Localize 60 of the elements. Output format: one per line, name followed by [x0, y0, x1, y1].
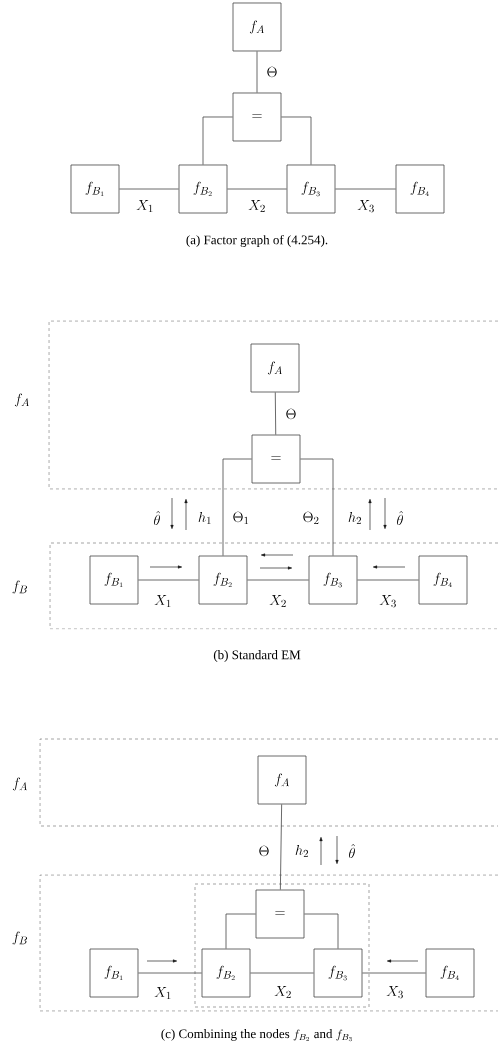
- factor-box: $f_{B_3}$: [313, 948, 363, 998]
- factor-box: $f_{B_2}$: [198, 555, 248, 605]
- edge-label: $X_1$: [136, 200, 153, 212]
- connector-line: [304, 913, 339, 949]
- factor-box: $f_{B_1}$: [70, 164, 120, 214]
- connector-line: [357, 579, 419, 581]
- message-label: $h_2$: [295, 844, 308, 858]
- edge-label: $X_1$: [154, 987, 171, 999]
- caption: $\textrm{(c) Combining the nodes }f_{B_2}\textrm{ and }f_{B_3}$: [161, 1029, 352, 1042]
- edge-label: $X_3$: [386, 986, 403, 999]
- connector-line: [274, 392, 277, 435]
- message-label: $\hat{\theta}$: [397, 511, 404, 526]
- connector-line: [222, 458, 252, 556]
- message-label: $h_1$: [198, 511, 211, 525]
- connector-line: [250, 972, 314, 974]
- connector-line: [119, 188, 179, 190]
- factor-box: $f_{B_4}$: [418, 555, 468, 605]
- edge-label: $\Theta_2$: [303, 511, 319, 524]
- connector-line: [281, 116, 312, 165]
- factor-box: $f_{B_4}$: [395, 164, 445, 214]
- connector-line: [300, 458, 334, 556]
- edge-label: $X_3$: [379, 595, 396, 608]
- edge-label: $\Theta$: [286, 408, 296, 420]
- connector-line: [335, 188, 396, 190]
- equality-box: $=$: [232, 92, 282, 142]
- connector-line: [225, 913, 256, 949]
- equality-box: $=$: [251, 434, 301, 484]
- connector-line: [202, 116, 233, 165]
- factor-box: $f_{B_3}$: [286, 164, 336, 214]
- edge-label: $X_2$: [248, 200, 265, 212]
- caption: (b) Standard EM: [213, 650, 301, 662]
- message-label: $\hat{\theta}$: [349, 844, 356, 859]
- connector-line: [362, 972, 426, 974]
- edge-label: $\Theta$: [267, 66, 277, 78]
- connector-line: [247, 579, 309, 581]
- message-label: $h_2$: [348, 511, 361, 525]
- edge-label: $X_2$: [274, 986, 291, 998]
- edge-label: $\Theta$: [259, 845, 269, 857]
- factor-box: $f_A$: [232, 2, 282, 52]
- edge-label: $X_3$: [357, 200, 374, 213]
- edge-label: $X_2$: [269, 595, 286, 607]
- connector-line: [138, 579, 199, 581]
- factor-box: $f_{B_1}$: [89, 555, 139, 605]
- dashed-box: [194, 883, 370, 1008]
- factor-box: $f_A$: [250, 343, 300, 393]
- factor-box: $f_A$: [257, 755, 307, 805]
- factor-box: $f_{B_4}$: [425, 948, 475, 998]
- message-label: $\hat{\theta}$: [154, 511, 161, 526]
- factor-box: $f_{B_2}$: [178, 164, 228, 214]
- edge-label: $\Theta_1$: [233, 511, 249, 524]
- edge-label: $X_1$: [154, 595, 171, 607]
- factor-box: $f_{B_3}$: [308, 555, 358, 605]
- connector-line: [279, 804, 283, 890]
- connector-line: [227, 188, 287, 190]
- factor-box: $f_{B_1}$: [89, 948, 139, 998]
- connector-line: [138, 972, 202, 974]
- caption: (a) Factor graph of (4.254).: [186, 235, 328, 247]
- factor-box: $f_{B_2}$: [201, 948, 251, 998]
- equality-box: $=$: [255, 889, 305, 939]
- connector-line: [256, 51, 258, 93]
